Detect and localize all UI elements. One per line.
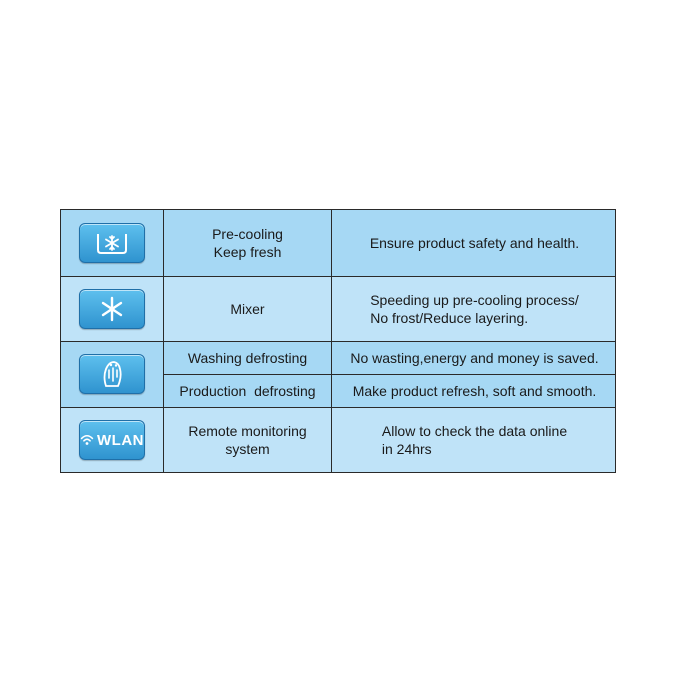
snowflake-tray-icon xyxy=(79,223,145,263)
defrost-drops-icon xyxy=(79,354,145,394)
description-text: in 24hrs xyxy=(381,440,432,457)
description-cell: No wasting,energy and money is saved. xyxy=(332,341,617,374)
feature-label: Keep fresh xyxy=(213,244,282,260)
feature-cell: Mixer xyxy=(164,276,331,341)
description-text: No wasting,energy and money is saved. xyxy=(350,349,599,366)
feature-label: Production defrosting xyxy=(179,382,316,399)
description-cell: Make product refresh, soft and smooth. xyxy=(332,374,617,407)
feature-label: system xyxy=(225,440,270,457)
description-text: Make product refresh, soft and smooth. xyxy=(352,382,597,399)
column-divider xyxy=(331,210,332,472)
row-divider xyxy=(61,276,615,277)
feature-cell: Pre-cooling Keep fresh xyxy=(164,210,331,276)
table-row xyxy=(61,407,615,472)
feature-label: Remote monitoring xyxy=(188,422,307,439)
feature-cell: Production defrosting xyxy=(164,374,331,407)
description-text: Ensure product safety and health. xyxy=(369,235,580,251)
feature-cell: Washing defrosting xyxy=(164,341,331,374)
row-divider xyxy=(61,407,615,408)
feature-label: Pre-cooling xyxy=(212,226,283,242)
feature-table: Pre-cooling Keep fresh Ensure product sa… xyxy=(60,209,616,473)
description-text: No frost/Reduce layering. xyxy=(370,309,529,326)
sub-row-divider xyxy=(164,374,615,375)
feature-label: Mixer xyxy=(230,300,265,317)
wifi-wlan-icon: WLAN xyxy=(79,420,145,460)
feature-cell: Remote monitoring system xyxy=(164,407,331,472)
description-text: Allow to check the data online xyxy=(381,422,568,439)
description-text: Speeding up pre-cooling process/ xyxy=(370,291,579,308)
column-divider xyxy=(163,210,164,472)
description-cell: Allow to check the data online in 24hrs xyxy=(332,407,617,472)
table-row xyxy=(61,210,615,276)
table-row xyxy=(61,276,615,341)
wlan-label: WLAN xyxy=(97,431,144,449)
feature-label: Washing defrosting xyxy=(187,349,308,366)
description-cell: Ensure product safety and health. xyxy=(332,210,617,276)
description-cell: Speeding up pre-cooling process/ No fros… xyxy=(332,276,617,341)
fan-mixer-icon xyxy=(79,289,145,329)
row-divider xyxy=(61,341,615,342)
